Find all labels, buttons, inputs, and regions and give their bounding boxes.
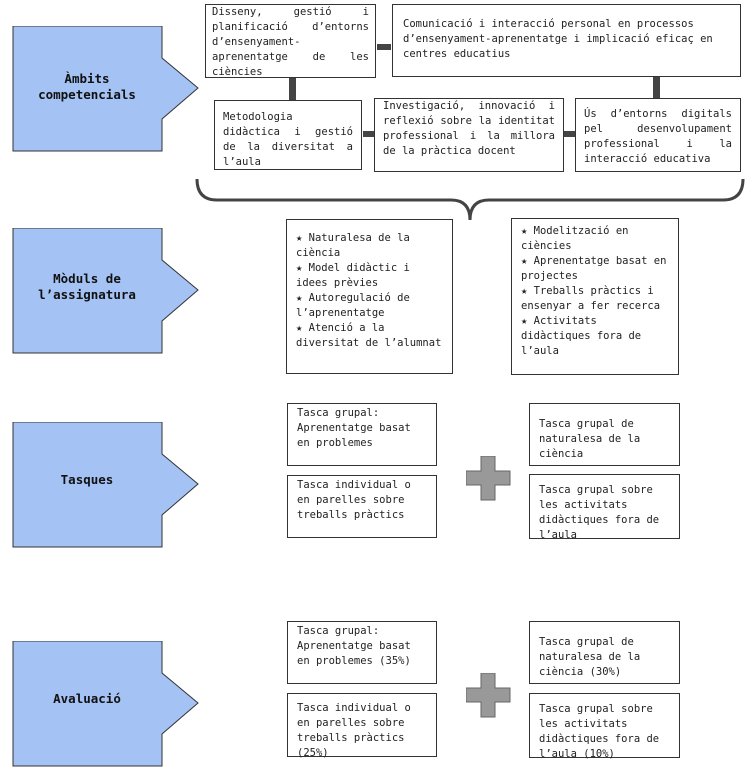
arrow-label: Avaluació xyxy=(53,691,121,706)
module-list-left: ★ Naturalesa de la ciència ★ Model didàc… xyxy=(286,219,453,374)
connector xyxy=(653,77,660,98)
arrow-shape xyxy=(12,26,199,152)
connector xyxy=(289,78,296,100)
module-item: ★ Model didàctic i idees prèvies xyxy=(296,262,410,289)
arrow-shape xyxy=(12,228,199,354)
module-item: ★ Autoregulació de l’aprenentatge xyxy=(296,292,410,319)
evaluation-box-naturalesa-ciencia: Tasca grupal de naturalesa de la ciència… xyxy=(529,621,680,684)
module-item: ★ Naturalesa de la ciència xyxy=(296,232,410,259)
module-item: ★ Atenció a la diversitat de l’alumnat xyxy=(296,322,442,349)
arrow-label: Tasques xyxy=(60,472,114,487)
plus-icon xyxy=(466,456,511,501)
task-box-naturalesa-ciencia: Tasca grupal de naturalesa de la ciència xyxy=(529,403,680,466)
connector xyxy=(564,131,575,137)
grouping-brace xyxy=(195,178,745,221)
competence-box-metodologia: Metodologia didàctica i gestió de la div… xyxy=(214,100,362,170)
arrow-moduls-assignatura: Mòduls de l’assignatura xyxy=(12,228,202,354)
task-box-treballs-practics: Tasca individual o en parelles sobre tre… xyxy=(287,475,437,538)
arrow-avaluacio: Avaluació xyxy=(12,641,202,767)
arrow-tasques: Tasques xyxy=(12,422,202,548)
competence-box-investigacio: Investigació, innovació i reflexió sobre… xyxy=(374,98,564,172)
connector xyxy=(363,131,374,137)
arrow-shape xyxy=(12,641,199,767)
task-box-aprenentatge-problemes: Tasca grupal: Aprenentatge basat en prob… xyxy=(287,403,437,466)
competence-box-disseny: Disseny, gestió i planificació d’entorns… xyxy=(205,4,376,78)
competence-box-entorns-digitals: Ús d’entorns digitals pel desenvolupamen… xyxy=(575,98,741,172)
module-item: ★ Activitats didàctiques fora de l’aula xyxy=(521,315,642,357)
connector xyxy=(377,44,391,50)
arrow-shape xyxy=(12,422,199,548)
arrow-ambits-competencials: Àmbits competencials xyxy=(12,26,202,152)
arrow-label: Àmbits competencials xyxy=(38,71,136,102)
module-list-right: ★ Modelització en ciències ★ Aprenentatg… xyxy=(511,218,679,375)
module-item: ★ Treballs pràctics i ensenyar a fer rec… xyxy=(521,285,661,312)
task-box-activitats-fora-aula: Tasca grupal sobre les activitats didàct… xyxy=(529,474,680,541)
arrow-label: Mòduls de l’assignatura xyxy=(38,271,136,302)
evaluation-box-aprenentatge-problemes: Tasca grupal: Aprenentatge basat en prob… xyxy=(287,621,437,684)
plus-icon xyxy=(466,673,511,718)
module-item: ★ Modelització en ciències xyxy=(521,225,629,252)
evaluation-box-treballs-practics: Tasca individual o en parelles sobre tre… xyxy=(287,693,437,759)
competence-box-comunicacio: Comunicació i interacció personal en pro… xyxy=(392,4,741,77)
module-item: ★ Aprenentatge basat en projectes xyxy=(521,255,667,282)
evaluation-box-activitats-fora-aula: Tasca grupal sobre les activitats didàct… xyxy=(529,693,680,760)
